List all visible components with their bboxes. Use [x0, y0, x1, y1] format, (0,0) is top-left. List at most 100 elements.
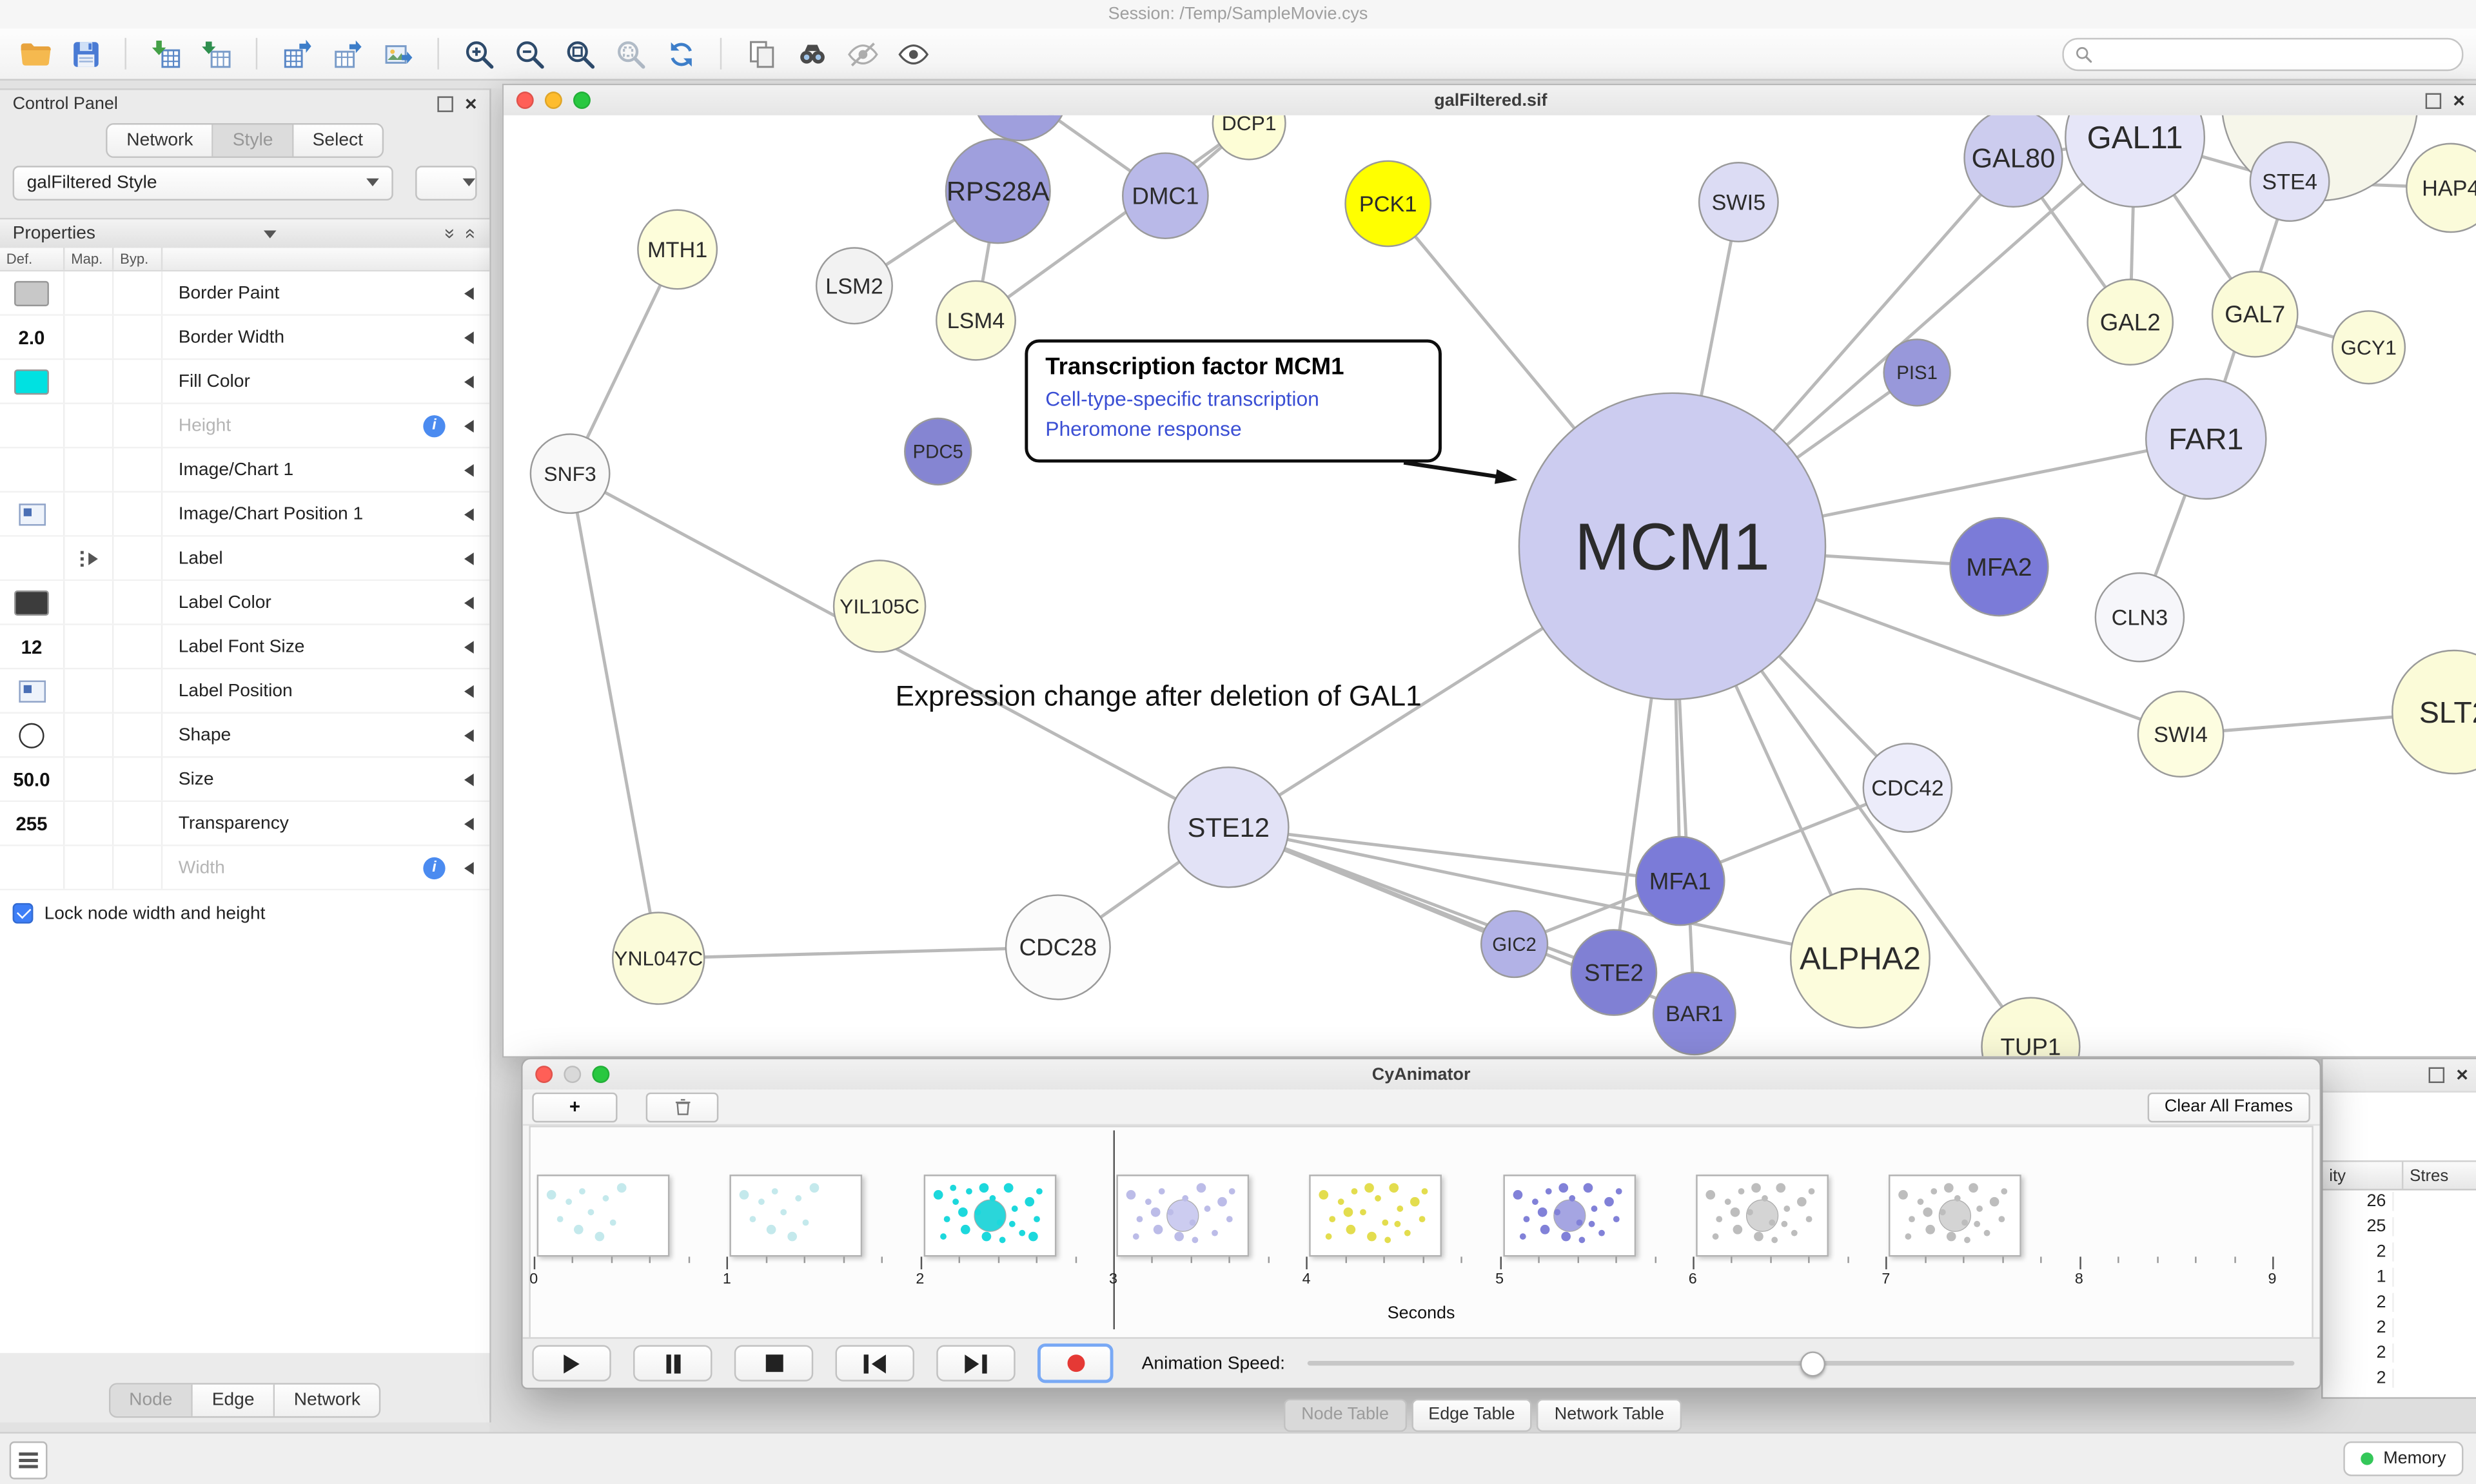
next-frame-button[interactable]: [936, 1345, 1016, 1381]
network-node-PDC5[interactable]: [904, 417, 972, 486]
info-icon[interactable]: i: [423, 856, 446, 879]
zoom-selected-icon[interactable]: [608, 33, 653, 74]
expand-row-arrow[interactable]: [464, 463, 474, 476]
expand-row-arrow[interactable]: [464, 551, 474, 565]
float-window-icon[interactable]: [2429, 1067, 2446, 1084]
def-cell[interactable]: [0, 846, 65, 889]
frame-thumbnail-3[interactable]: [1116, 1175, 1250, 1257]
bypass-cell[interactable]: [113, 271, 163, 315]
tab-node-style[interactable]: Node: [110, 1384, 193, 1416]
table-row[interactable]: 25: [2323, 1214, 2476, 1239]
float-panel-icon[interactable]: [438, 96, 454, 112]
network-node-RPS28A[interactable]: [945, 138, 1051, 244]
pause-button[interactable]: [633, 1345, 712, 1381]
network-node-STE2[interactable]: [1570, 929, 1658, 1016]
network-node-YIL105C[interactable]: [832, 560, 927, 653]
def-cell[interactable]: [0, 448, 65, 491]
frame-thumbnail-5[interactable]: [1502, 1175, 1636, 1257]
table-row[interactable]: 26: [2323, 1189, 2476, 1214]
stop-button[interactable]: [734, 1345, 814, 1381]
map-cell[interactable]: [64, 360, 114, 403]
network-edge[interactable]: [569, 472, 1230, 829]
zoom-window-button[interactable]: [573, 92, 591, 109]
expand-row-arrow[interactable]: [464, 684, 474, 698]
import-network-icon[interactable]: [144, 33, 188, 74]
network-node-RPS28B[interactable]: [973, 115, 1068, 142]
property-row-fill-color[interactable]: Fill Color: [0, 360, 490, 404]
map-cell[interactable]: [64, 271, 114, 315]
bypass-cell[interactable]: [113, 448, 163, 491]
clipboard-icon[interactable]: [739, 33, 783, 74]
network-node-MFA2[interactable]: [1949, 517, 2049, 617]
hide-details-icon[interactable]: [840, 33, 885, 74]
property-row-label[interactable]: Label: [0, 536, 490, 581]
float-window-icon[interactable]: [2426, 92, 2442, 108]
expand-row-arrow[interactable]: [464, 419, 474, 432]
bypass-cell[interactable]: [113, 404, 163, 447]
map-cell[interactable]: [64, 802, 114, 845]
expand-row-arrow[interactable]: [464, 286, 474, 300]
bypass-cell[interactable]: [113, 625, 163, 668]
save-icon[interactable]: [63, 33, 108, 74]
network-edge[interactable]: [975, 122, 1250, 322]
network-edge[interactable]: [1228, 825, 1681, 883]
network-node-SWI4[interactable]: [2137, 690, 2225, 778]
animation-speed-slider[interactable]: [1307, 1347, 2295, 1380]
bypass-cell[interactable]: [113, 581, 163, 624]
close-panel-icon[interactable]: ×: [465, 92, 477, 115]
export-image-icon[interactable]: [376, 33, 420, 74]
show-details-icon[interactable]: [890, 33, 935, 74]
refresh-layout-icon[interactable]: [658, 33, 703, 74]
record-button[interactable]: [1037, 1343, 1114, 1383]
border-paint-swatch[interactable]: [14, 280, 49, 306]
map-cell[interactable]: [64, 404, 114, 447]
slider-handle[interactable]: [1800, 1351, 1825, 1377]
previous-frame-button[interactable]: [835, 1345, 914, 1381]
def-cell[interactable]: 2.0: [0, 315, 65, 358]
tab-edge-table[interactable]: Edge Table: [1411, 1398, 1533, 1432]
expand-row-arrow[interactable]: [464, 596, 474, 609]
network-node-SNF3[interactable]: [529, 433, 611, 514]
minimize-window-button[interactable]: [564, 1066, 582, 1084]
close-window-button[interactable]: [516, 92, 534, 109]
add-frame-button[interactable]: +: [532, 1091, 618, 1122]
network-node-YNL047C[interactable]: [611, 912, 705, 1005]
def-cell[interactable]: 12: [0, 625, 65, 668]
def-cell[interactable]: 255: [0, 802, 65, 845]
close-table-icon[interactable]: ×: [2456, 1062, 2468, 1086]
def-cell[interactable]: [0, 581, 65, 624]
expand-row-arrow[interactable]: [464, 375, 474, 388]
network-node-GCY1[interactable]: [2331, 310, 2406, 385]
delete-frame-button[interactable]: [645, 1091, 719, 1122]
bypass-cell[interactable]: [113, 802, 163, 845]
map-cell[interactable]: [64, 493, 114, 536]
map-cell[interactable]: [64, 536, 114, 580]
expand-row-arrow[interactable]: [464, 507, 474, 520]
annotation-link[interactable]: Pheromone response: [1045, 416, 1242, 440]
def-cell[interactable]: [0, 360, 65, 403]
table-row[interactable]: 2: [2323, 1315, 2476, 1340]
network-node-MTH1[interactable]: [637, 209, 718, 290]
label-color-swatch[interactable]: [14, 589, 49, 615]
bypass-cell[interactable]: [113, 360, 163, 403]
network-node-GIC2[interactable]: [1480, 910, 1549, 979]
ellipse-shape-icon[interactable]: [19, 722, 44, 748]
bypass-cell[interactable]: [113, 757, 163, 801]
network-node-STE12[interactable]: [1168, 766, 1290, 888]
tab-node-table[interactable]: Node Table: [1284, 1398, 1406, 1432]
collapse-all-icon[interactable]: »: [438, 228, 461, 239]
memory-button[interactable]: Memory: [2343, 1441, 2464, 1476]
tab-network[interactable]: Network: [107, 124, 214, 157]
network-node-MCM1[interactable]: [1518, 392, 1827, 701]
fill-color-swatch[interactable]: [14, 368, 49, 395]
network-node-BAR1[interactable]: [1652, 971, 1736, 1056]
map-cell[interactable]: [64, 669, 114, 712]
network-node-PCK1[interactable]: [1344, 160, 1432, 248]
network-edge[interactable]: [568, 248, 679, 474]
network-node-LSM2[interactable]: [815, 247, 893, 325]
network-node-PIS1[interactable]: [1883, 338, 1951, 407]
tab-network-table[interactable]: Network Table: [1537, 1398, 1682, 1432]
network-node-ALPHA2[interactable]: [1789, 888, 1931, 1029]
network-node-STE4[interactable]: [2249, 141, 2330, 222]
